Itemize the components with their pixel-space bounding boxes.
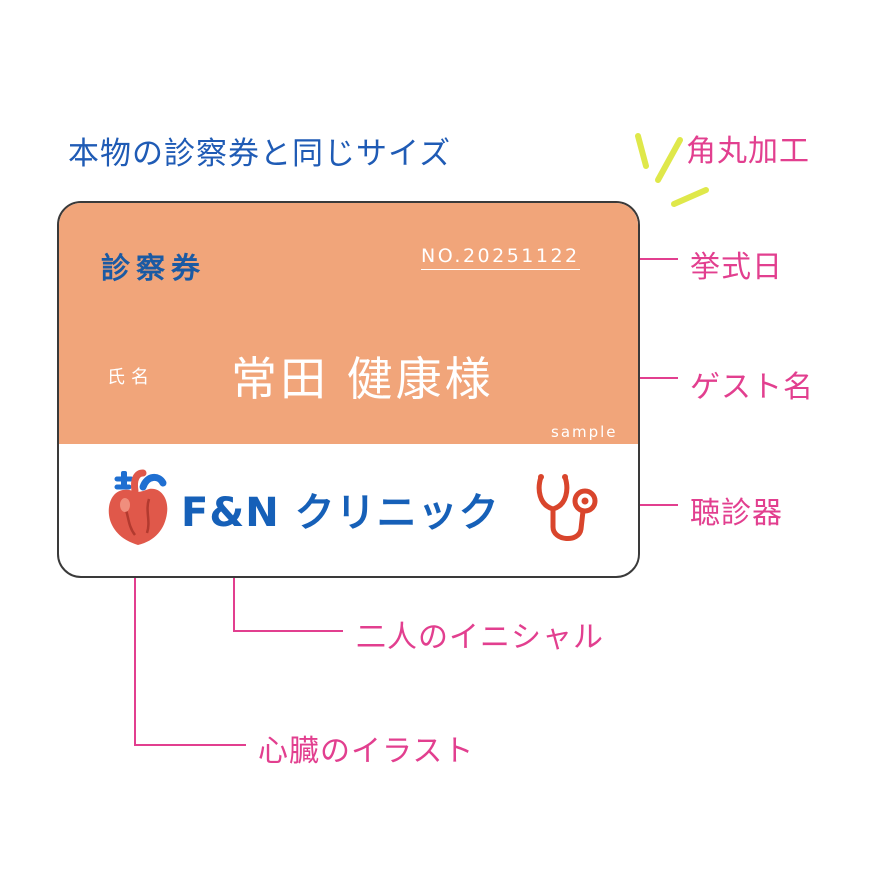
leader-line-initials-v — [233, 560, 235, 632]
name-label: 氏名 — [107, 367, 155, 388]
clinic-name: F&N クリニック — [181, 490, 500, 536]
annotation-rounded-corners: 角丸加工 — [686, 134, 810, 169]
heading-text: 本物の診察券と同じサイズ — [68, 136, 452, 172]
annotation-wedding-date: 挙式日 — [690, 250, 783, 285]
sparkle-icon — [635, 133, 709, 207]
annotation-stethoscope: 聴診器 — [690, 496, 783, 531]
sample-label: sample — [551, 423, 618, 441]
guest-name: 常田 健康様 — [231, 352, 494, 406]
annotation-guest-name: ゲスト名 — [690, 370, 814, 405]
heart-icon — [108, 469, 168, 545]
leader-line-heart-h — [134, 744, 246, 746]
stethoscope-icon — [536, 474, 598, 541]
card-number: NO.20251122 — [421, 245, 580, 270]
card-title: 診察券 — [101, 251, 207, 285]
leader-line-date — [618, 258, 678, 260]
leader-line-initials-h — [233, 630, 343, 632]
leader-line-stethoscope — [616, 504, 678, 506]
patient-card: 診察券 NO.20251122 氏名 常田 健康様 sample F&N クリニ… — [57, 201, 640, 578]
leader-line-heart-v — [134, 556, 136, 746]
card-top-section — [59, 203, 638, 444]
annotation-initials: 二人のイニシャル — [356, 620, 604, 655]
annotation-heart: 心臓のイラスト — [258, 734, 475, 769]
